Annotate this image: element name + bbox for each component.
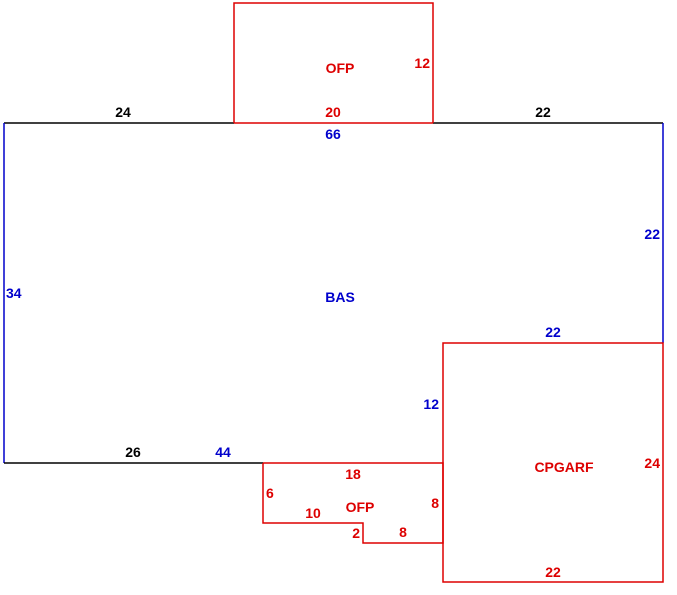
- ofp-bottom-area-label: OFP: [346, 499, 375, 515]
- dim-ofp-bottom-right: 8: [431, 495, 439, 511]
- dim-ofp-bottom-top: 18: [345, 466, 361, 482]
- dim-ofp-bottom-step-width: 10: [305, 505, 321, 521]
- cpgarf-area-label: CPGARF: [534, 459, 594, 475]
- dim-bas-inner-vertical: 12: [423, 396, 439, 412]
- bas-outline: [3, 122, 664, 464]
- dim-ofp-bottom-step-height: 2: [352, 525, 360, 541]
- ofp-bottom-outline: [262, 462, 444, 544]
- dim-bas-inner-horizontal: 22: [545, 324, 561, 340]
- dim-bas-top: 66: [325, 126, 341, 142]
- dim-ofp-top-height: 12: [414, 55, 430, 71]
- dim-cpgarf-right: 24: [644, 455, 660, 471]
- ofp-top-area-label: OFP: [326, 60, 355, 76]
- ofp-top-shape: [233, 2, 434, 123]
- dim-bas-bottom-left: 26: [125, 444, 141, 460]
- dim-ofp-top-width: 20: [325, 104, 341, 120]
- ofp-top-outline: [233, 2, 434, 124]
- dim-bas-left: 34: [6, 285, 22, 301]
- dim-ofp-bottom-lower: 8: [399, 524, 407, 540]
- dim-bas-right: 22: [644, 226, 660, 242]
- dim-cpgarf-bottom: 22: [545, 564, 561, 580]
- ofp-bottom-shape: [262, 462, 444, 544]
- dim-bas-bottom: 44: [215, 444, 231, 460]
- dim-top-left: 24: [115, 104, 131, 120]
- dim-top-right: 22: [535, 104, 551, 120]
- bas-area-label: BAS: [325, 289, 355, 305]
- dim-ofp-bottom-left: 6: [266, 485, 274, 501]
